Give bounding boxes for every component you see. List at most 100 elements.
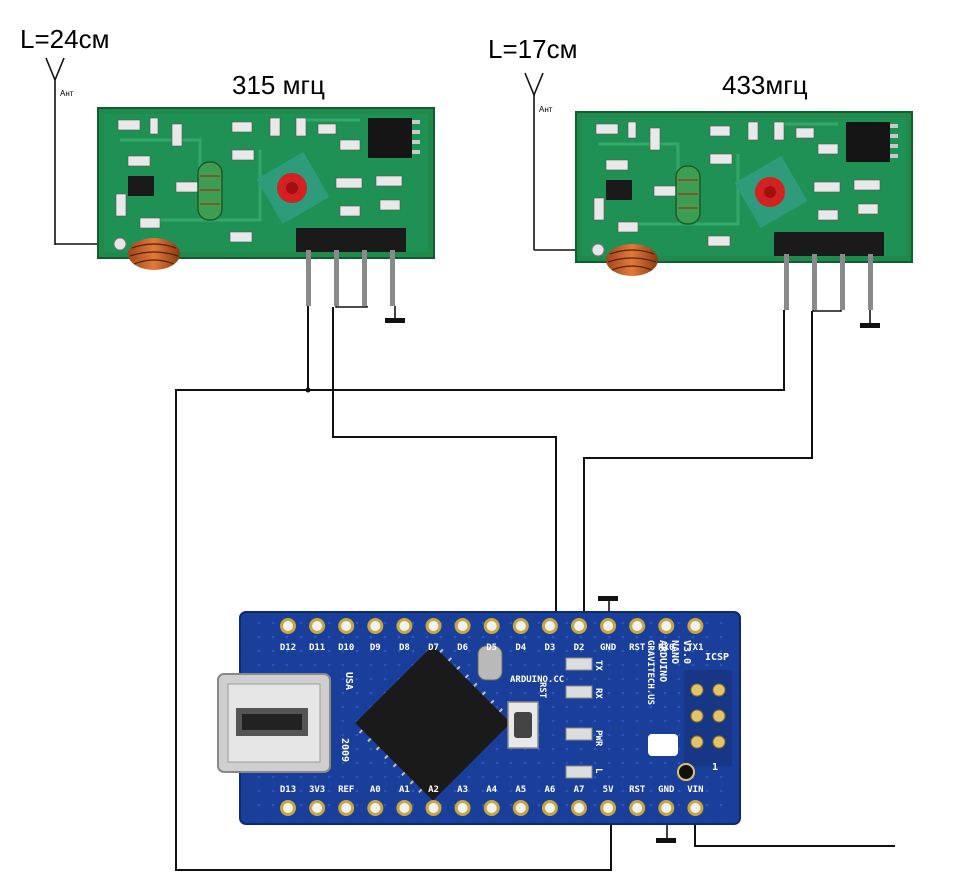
bottom-pin-label: 5V [603, 785, 614, 795]
receiver-module-315 [97, 107, 435, 306]
nano-top-pin-labels: D12 D11 D10 D9 D8 D7 D6 D5 D4 D3 D2 GND RST RX0 TX1 [280, 643, 704, 653]
bottom-pin-label: A7 [574, 785, 585, 795]
top-pin-label: GND [600, 643, 617, 653]
top-pin-hole [425, 618, 442, 634]
ground-symbol-nano-top [598, 596, 618, 601]
bottom-pin-hole [396, 800, 413, 816]
top-pin-label: RST [629, 643, 646, 653]
bottom-pin-hole [367, 800, 384, 816]
bottom-pin-hole [687, 800, 704, 816]
icsp-label: ICSP [705, 652, 729, 663]
top-pin-hole [541, 618, 558, 634]
bottom-pin-hole [454, 800, 471, 816]
bottom-pin-hole [280, 800, 296, 816]
bottom-pin-label: A3 [457, 785, 468, 795]
bottom-pin-hole [309, 800, 326, 816]
bottom-pin-hole [338, 800, 355, 816]
bottom-pin-label: REF [338, 785, 354, 795]
icsp-header [677, 670, 732, 781]
ground-symbol-rx1 [385, 318, 405, 323]
top-pin-hole [571, 618, 587, 634]
nano-bottom-pin-holes [280, 800, 704, 816]
antenna-label-2: Ант [539, 105, 553, 114]
top-pin-label: D12 [280, 643, 296, 653]
bottom-pin-label: A1 [399, 785, 410, 795]
bottom-pin-hole [658, 800, 675, 816]
bottom-pin-hole [600, 800, 617, 816]
ground-symbol-rx2 [860, 323, 880, 328]
led-rx-label: RX [593, 688, 603, 699]
frequency-label-2: 433мгц [722, 70, 808, 100]
led-tx-label: TX [593, 660, 603, 671]
arduino-nano-board [217, 611, 741, 825]
rx-chip-2 [846, 122, 890, 162]
led-pwr-label: PWR [593, 730, 603, 747]
top-pin-label: D4 [515, 643, 526, 653]
top-pin-label: D5 [486, 643, 497, 653]
top-pin-label: D3 [544, 643, 555, 653]
usb-connector [217, 673, 331, 773]
site-label: ARDUINO.CC [510, 675, 564, 685]
top-pin-label: D11 [309, 643, 325, 653]
usa-label: USA [343, 672, 354, 690]
bottom-pin-label: RST [629, 785, 646, 795]
wires [175, 306, 895, 871]
top-pin-hole [687, 618, 704, 634]
frequency-label-1: 315 мгц [232, 70, 325, 100]
antenna-length-label-2: L=17см [488, 34, 577, 64]
year-label: 2009 [339, 738, 350, 762]
rx-chip-1 [368, 118, 412, 158]
bottom-pin-label: A6 [544, 785, 555, 795]
top-pin-hole [483, 618, 500, 634]
bottom-pin-hole [571, 800, 587, 816]
bottom-pin-hole [483, 800, 500, 816]
reset-button[interactable] [507, 701, 539, 749]
top-pin-label: D2 [574, 643, 585, 653]
antenna-length-label-1: L=24см [20, 24, 109, 54]
top-pin-label: RX0 [658, 643, 674, 653]
model-line1: ARDUINO [657, 640, 668, 682]
top-pin-hole [600, 618, 617, 634]
top-pin-hole [280, 618, 296, 634]
bottom-pin-hole [512, 800, 529, 816]
top-pin-hole [338, 618, 355, 634]
pin1-label: 1 [712, 762, 718, 773]
bottom-pin-label: VIN [687, 785, 703, 795]
top-pin-label: D8 [399, 643, 410, 653]
reset-label: RST [537, 682, 547, 699]
top-pin-label: D10 [338, 643, 354, 653]
bottom-pin-label: A0 [370, 785, 381, 795]
bottom-pin-label: A5 [515, 785, 526, 795]
top-pin-label: D7 [428, 643, 439, 653]
top-pin-hole [658, 618, 675, 634]
model-line2: NANO [669, 640, 680, 664]
top-pin-hole [512, 618, 529, 634]
bottom-pin-label: 3V3 [309, 785, 325, 795]
top-pin-hole [367, 618, 384, 634]
bottom-pin-label: GND [658, 785, 675, 795]
top-pin-hole [454, 618, 471, 634]
top-pin-label: D6 [457, 643, 468, 653]
status-leds [565, 657, 593, 779]
atmega-chip [355, 645, 511, 801]
bottom-pin-label: D13 [280, 785, 296, 795]
ground-symbol-nano-bottom [656, 838, 676, 843]
top-pin-hole [309, 618, 326, 634]
receiver-module-433 [575, 111, 913, 310]
top-pin-label: D9 [370, 643, 381, 653]
antenna-coil-2 [606, 244, 658, 276]
bottom-pin-hole [541, 800, 558, 816]
model-line3: V3.0 [681, 640, 692, 664]
top-pin-hole [629, 618, 646, 634]
gravitech-logo [648, 734, 678, 756]
top-pin-label: TX1 [687, 643, 703, 653]
bottom-pin-hole [629, 800, 646, 816]
antenna-coil-1 [128, 238, 180, 270]
bottom-pin-label: A4 [486, 785, 497, 795]
bottom-pin-hole [425, 800, 442, 816]
antenna-label-1: Ант [60, 89, 74, 98]
crystal [477, 645, 503, 681]
nano-top-pin-holes [280, 618, 704, 634]
